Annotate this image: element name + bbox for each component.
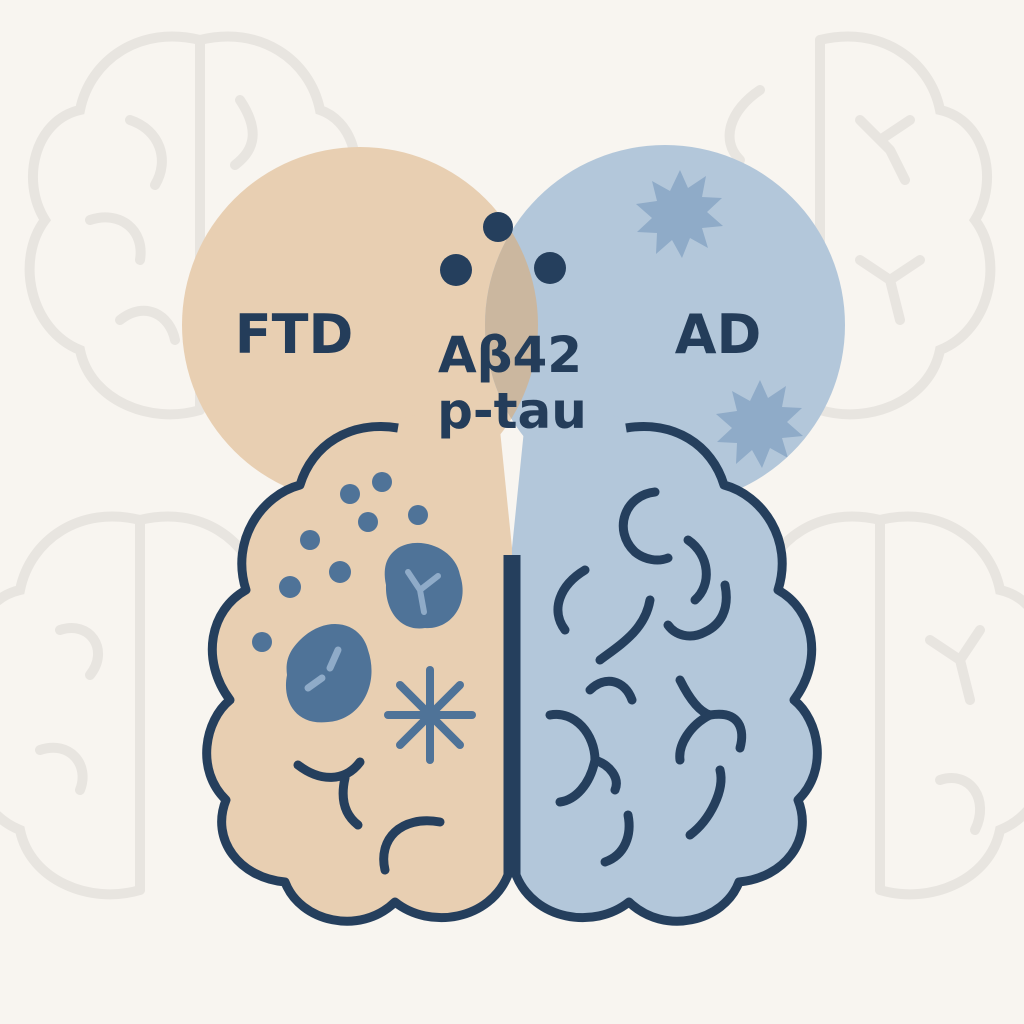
overlap-label-abeta42: Aβ42	[438, 326, 582, 384]
brain-right-hemisphere	[512, 413, 818, 920]
aggregate-dot	[300, 530, 320, 550]
aggregate-dot	[534, 252, 566, 284]
aggregate-dot	[329, 561, 351, 583]
brain-outline	[202, 422, 513, 926]
aggregate-dot	[408, 505, 428, 525]
sulcus-line	[379, 816, 445, 875]
aggregate-dot	[483, 212, 513, 242]
ftd-pathology	[252, 472, 476, 875]
ftd-label: FTD	[235, 303, 354, 366]
neuron-inclusion-icon	[384, 542, 463, 629]
neuron-inclusion-icon	[285, 623, 372, 723]
aggregate-dot	[372, 472, 392, 492]
aggregate-dot	[340, 484, 360, 504]
amyloid-plaque-icon	[716, 380, 803, 468]
aggregate-dot	[440, 254, 472, 286]
protein-aggregate-dots	[440, 212, 566, 286]
aggregate-dot	[358, 512, 378, 532]
aggregate-dot	[252, 632, 272, 652]
overlap-label-ptau: p-tau	[437, 382, 587, 440]
tau-tangle-icon	[384, 666, 476, 764]
brain-watermark-icon	[755, 511, 1024, 900]
brain	[202, 147, 822, 926]
brain-outline	[511, 422, 822, 926]
ad-sulci	[545, 487, 747, 867]
aggregate-dot	[279, 576, 301, 598]
ad-circle-plaques	[636, 170, 803, 468]
amyloid-plaque-icon	[636, 170, 723, 258]
ad-label: AD	[675, 303, 762, 366]
background-brain-watermarks	[0, 31, 1024, 900]
sulcus-line	[293, 757, 365, 830]
